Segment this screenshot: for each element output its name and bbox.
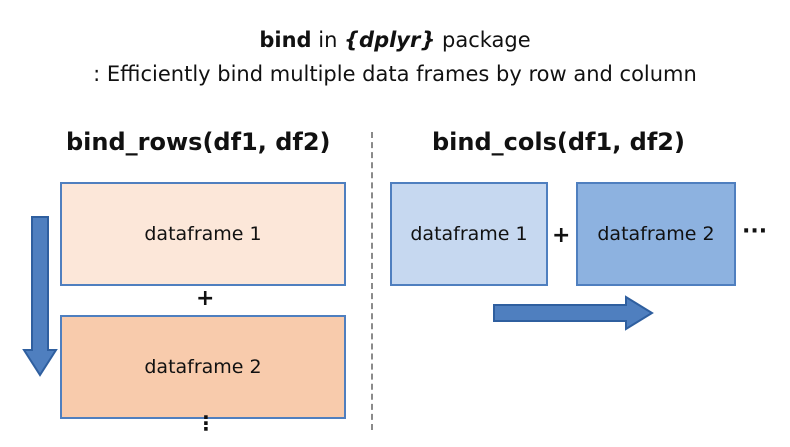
title-package: {dplyr} — [344, 28, 436, 52]
rows-dataframe-1-label: dataframe 1 — [144, 223, 262, 245]
rows-dataframe-2: dataframe 2 — [60, 315, 346, 419]
down-arrow-icon — [22, 216, 58, 377]
section-divider — [371, 132, 373, 430]
cols-dataframe-1-label: dataframe 1 — [410, 223, 528, 245]
cols-plus-operator: + — [552, 223, 571, 248]
rows-dataframe-2-label: dataframe 2 — [144, 356, 262, 378]
rows-continuation-ellipsis: ⋮ — [196, 411, 216, 435]
bind-rows-heading: bind_rows(df1, df2) — [66, 128, 331, 156]
rows-plus-operator: + — [196, 286, 215, 311]
cols-continuation-ellipsis: ··· — [742, 219, 768, 244]
rows-dataframe-1: dataframe 1 — [60, 182, 346, 286]
cols-dataframe-2: dataframe 2 — [576, 182, 736, 286]
cols-dataframe-1: dataframe 1 — [390, 182, 548, 286]
title-connector: in — [318, 28, 338, 52]
cols-dataframe-2-label: dataframe 2 — [597, 223, 715, 245]
diagram-subtitle: : Efficiently bind multiple data frames … — [93, 62, 697, 86]
title-suffix: package — [442, 28, 531, 52]
right-arrow-icon — [493, 295, 654, 331]
bind-cols-heading: bind_cols(df1, df2) — [432, 128, 685, 156]
diagram-title: bind in {dplyr} package — [0, 24, 790, 56]
title-keyword: bind — [259, 28, 312, 52]
